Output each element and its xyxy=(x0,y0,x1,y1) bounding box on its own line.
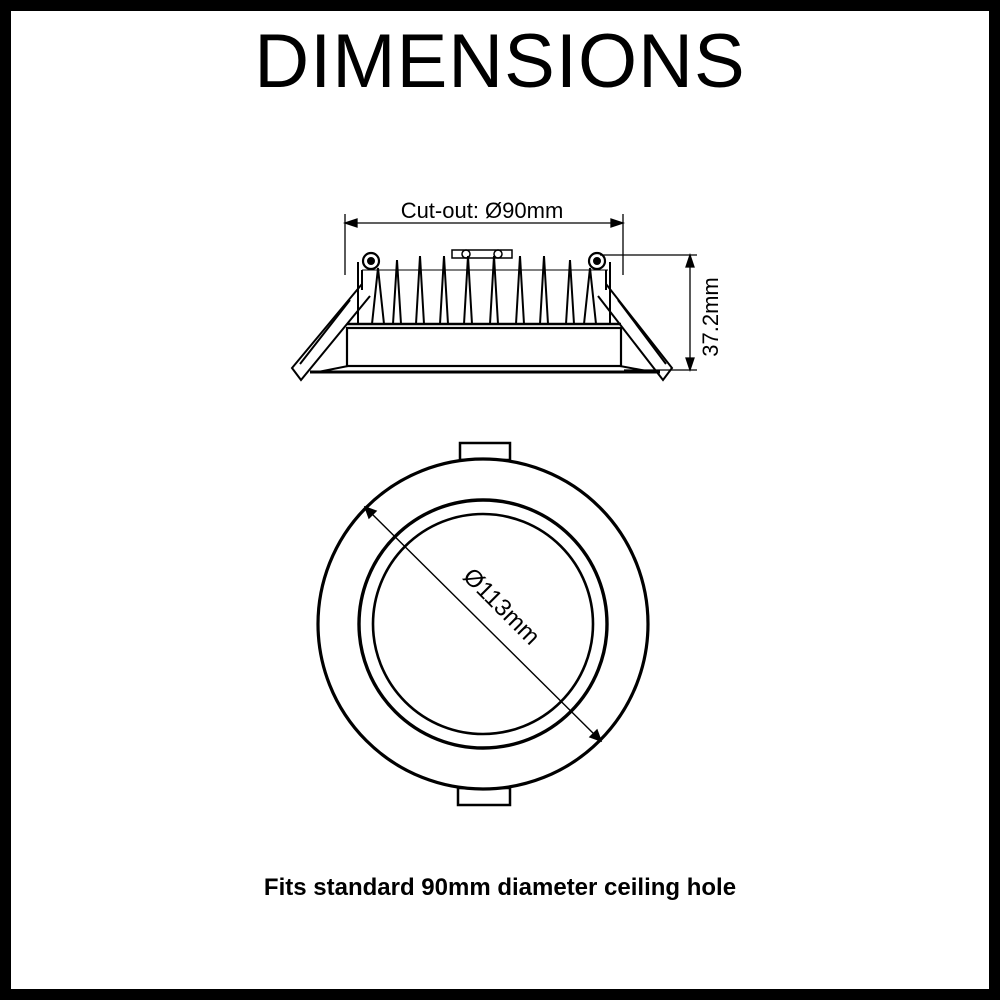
diameter-line xyxy=(363,505,603,743)
height-label: 37.2mm xyxy=(698,277,723,356)
top-view-drawing xyxy=(316,441,650,807)
left-spring-pivot xyxy=(361,251,381,271)
caption: Fits standard 90mm diameter ceiling hole xyxy=(263,874,737,901)
right-spring-clip xyxy=(597,270,674,382)
cutout-dimension-line xyxy=(342,214,626,275)
lens-ring xyxy=(371,512,595,736)
inner-ring xyxy=(357,498,609,750)
side-view-drawing xyxy=(290,214,697,382)
right-spring-pivot xyxy=(587,251,607,271)
height-dimension-line xyxy=(600,252,697,373)
heatsink-fins xyxy=(357,249,611,325)
page-title: DIMENSIONS xyxy=(254,19,746,104)
side-housing xyxy=(345,326,623,368)
cutout-label: Cut-out: Ø90mm xyxy=(401,198,564,223)
left-spring-clip xyxy=(290,270,371,382)
